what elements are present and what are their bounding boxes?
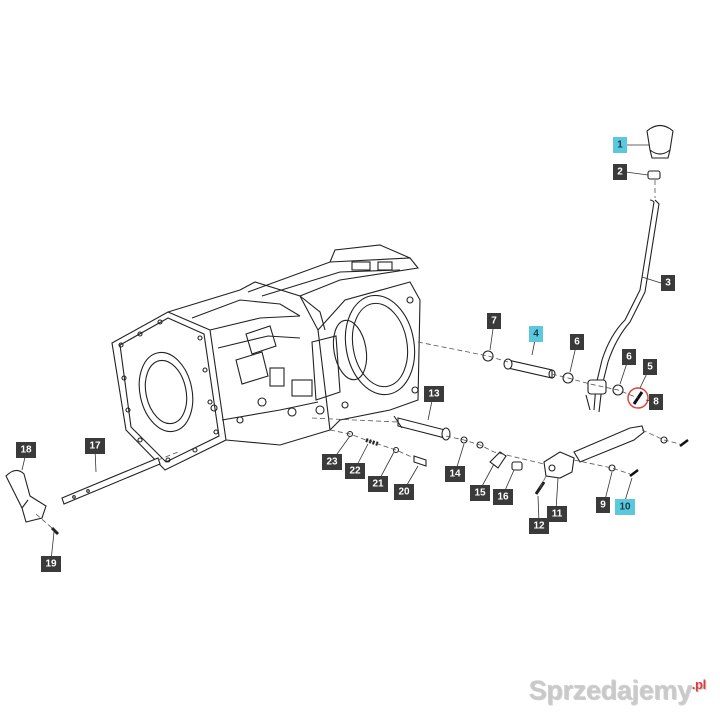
callout-3: 3	[661, 275, 675, 291]
callout-11: 11	[547, 506, 567, 522]
callout-23: 23	[322, 454, 342, 470]
callout-20: 20	[394, 484, 414, 500]
shift-fork	[5, 469, 47, 523]
callout-6-left: 6	[570, 334, 584, 350]
svg-text:15: 15	[474, 488, 486, 499]
svg-text:9: 9	[600, 500, 606, 511]
watermark: Sprzedajemy.pl	[528, 675, 706, 706]
svg-text:19: 19	[45, 559, 57, 570]
callout-2: 2	[613, 164, 627, 180]
svg-text:14: 14	[449, 469, 461, 480]
callout-21: 21	[368, 476, 388, 492]
clip-10a	[629, 469, 639, 477]
plug-16	[511, 461, 523, 471]
svg-text:6: 6	[626, 352, 632, 363]
svg-text:12: 12	[533, 521, 545, 532]
svg-text:5: 5	[647, 362, 653, 373]
washer-9	[608, 464, 616, 472]
washer-21	[392, 446, 400, 454]
shift-rail	[61, 457, 161, 505]
roll-pin-19	[50, 526, 60, 536]
callout-12: 12	[529, 518, 549, 534]
gear-lever-knob	[646, 124, 674, 159]
svg-text:10: 10	[619, 502, 631, 513]
svg-text:2: 2	[617, 167, 623, 178]
clip-10b	[679, 439, 689, 447]
callout-7: 7	[487, 313, 501, 329]
svg-text:7: 7	[491, 316, 497, 327]
svg-text:21: 21	[372, 479, 384, 490]
svg-text:22: 22	[349, 466, 361, 477]
svg-text:6: 6	[574, 337, 580, 348]
svg-text:20: 20	[398, 487, 410, 498]
washer-7	[482, 350, 494, 362]
svg-text:17: 17	[89, 441, 101, 452]
bolt-20	[413, 455, 427, 467]
svg-text:11: 11	[552, 509, 563, 520]
callout-16: 16	[493, 489, 513, 505]
callout-13: 13	[424, 386, 444, 402]
svg-text:23: 23	[326, 457, 338, 468]
callout-19: 19	[41, 556, 61, 572]
callout-9: 9	[596, 497, 610, 513]
svg-text:4: 4	[533, 329, 539, 340]
gear-lever-rod	[585, 199, 660, 413]
callout-5: 5	[643, 359, 657, 375]
svg-text:3: 3	[665, 278, 671, 289]
svg-text:16: 16	[497, 492, 509, 503]
assembly-axis-lines	[35, 180, 681, 529]
lever-sleeve	[647, 170, 661, 180]
callout-15: 15	[470, 485, 490, 501]
callout-17: 17	[85, 438, 105, 454]
svg-text:13: 13	[428, 389, 440, 400]
callout-4: 4	[529, 326, 543, 342]
linkage-bar	[573, 425, 645, 463]
watermark-text: Sprzedajemy	[528, 675, 692, 705]
callout-18: 18	[16, 442, 36, 458]
svg-text:1: 1	[617, 140, 623, 151]
svg-text:8: 8	[653, 397, 659, 408]
selector-arm	[543, 451, 575, 479]
callout-14: 14	[445, 466, 465, 482]
svg-text:18: 18	[20, 445, 32, 456]
callout-1: 1	[613, 137, 627, 153]
pivot-pin	[503, 358, 556, 379]
callout-22: 22	[345, 463, 365, 479]
watermark-suffix: .pl	[691, 677, 707, 692]
transmission-housing	[111, 244, 421, 471]
callout-6-right: 6	[622, 349, 636, 365]
callout-10: 10	[615, 499, 635, 515]
callout-8: 8	[649, 394, 663, 410]
selector-shaft	[393, 415, 451, 441]
